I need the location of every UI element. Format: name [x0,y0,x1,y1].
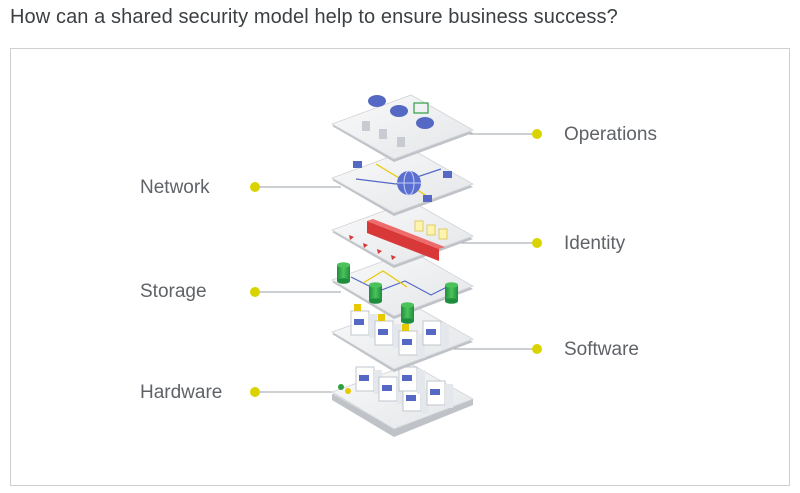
hardware-layer [331,363,474,437]
dot-hardware [250,387,260,397]
panel-icons [362,121,405,147]
storage-layer [331,250,474,324]
label-storage: Storage [140,281,207,302]
dot-network [250,182,260,192]
cloud-icons [368,95,434,129]
page-question: How can a shared security model help to … [10,6,618,28]
server-rack-icons [355,366,453,414]
dot-identity [532,238,542,248]
dot-storage [250,287,260,297]
identity-user-icons [414,220,448,240]
label-operations: Operations [564,124,657,145]
database-icons [337,262,458,324]
label-dots [250,129,542,397]
label-hardware: Hardware [140,382,223,403]
software-layer [331,303,474,372]
label-identity: Identity [564,233,626,254]
label-network: Network [140,177,210,198]
diagram-frame: Operations Network Identity Storage Soft… [10,48,790,486]
operations-layer [331,94,474,162]
security-layers-diagram [250,94,542,437]
firewall-icon [367,219,445,261]
identity-layer [331,200,474,268]
label-software: Software [564,339,639,360]
network-layer [331,148,474,216]
dot-software [532,344,542,354]
software-server-icons [350,304,449,358]
dot-operations [532,129,542,139]
computer-icons [353,161,452,202]
globe-icon [397,170,421,196]
